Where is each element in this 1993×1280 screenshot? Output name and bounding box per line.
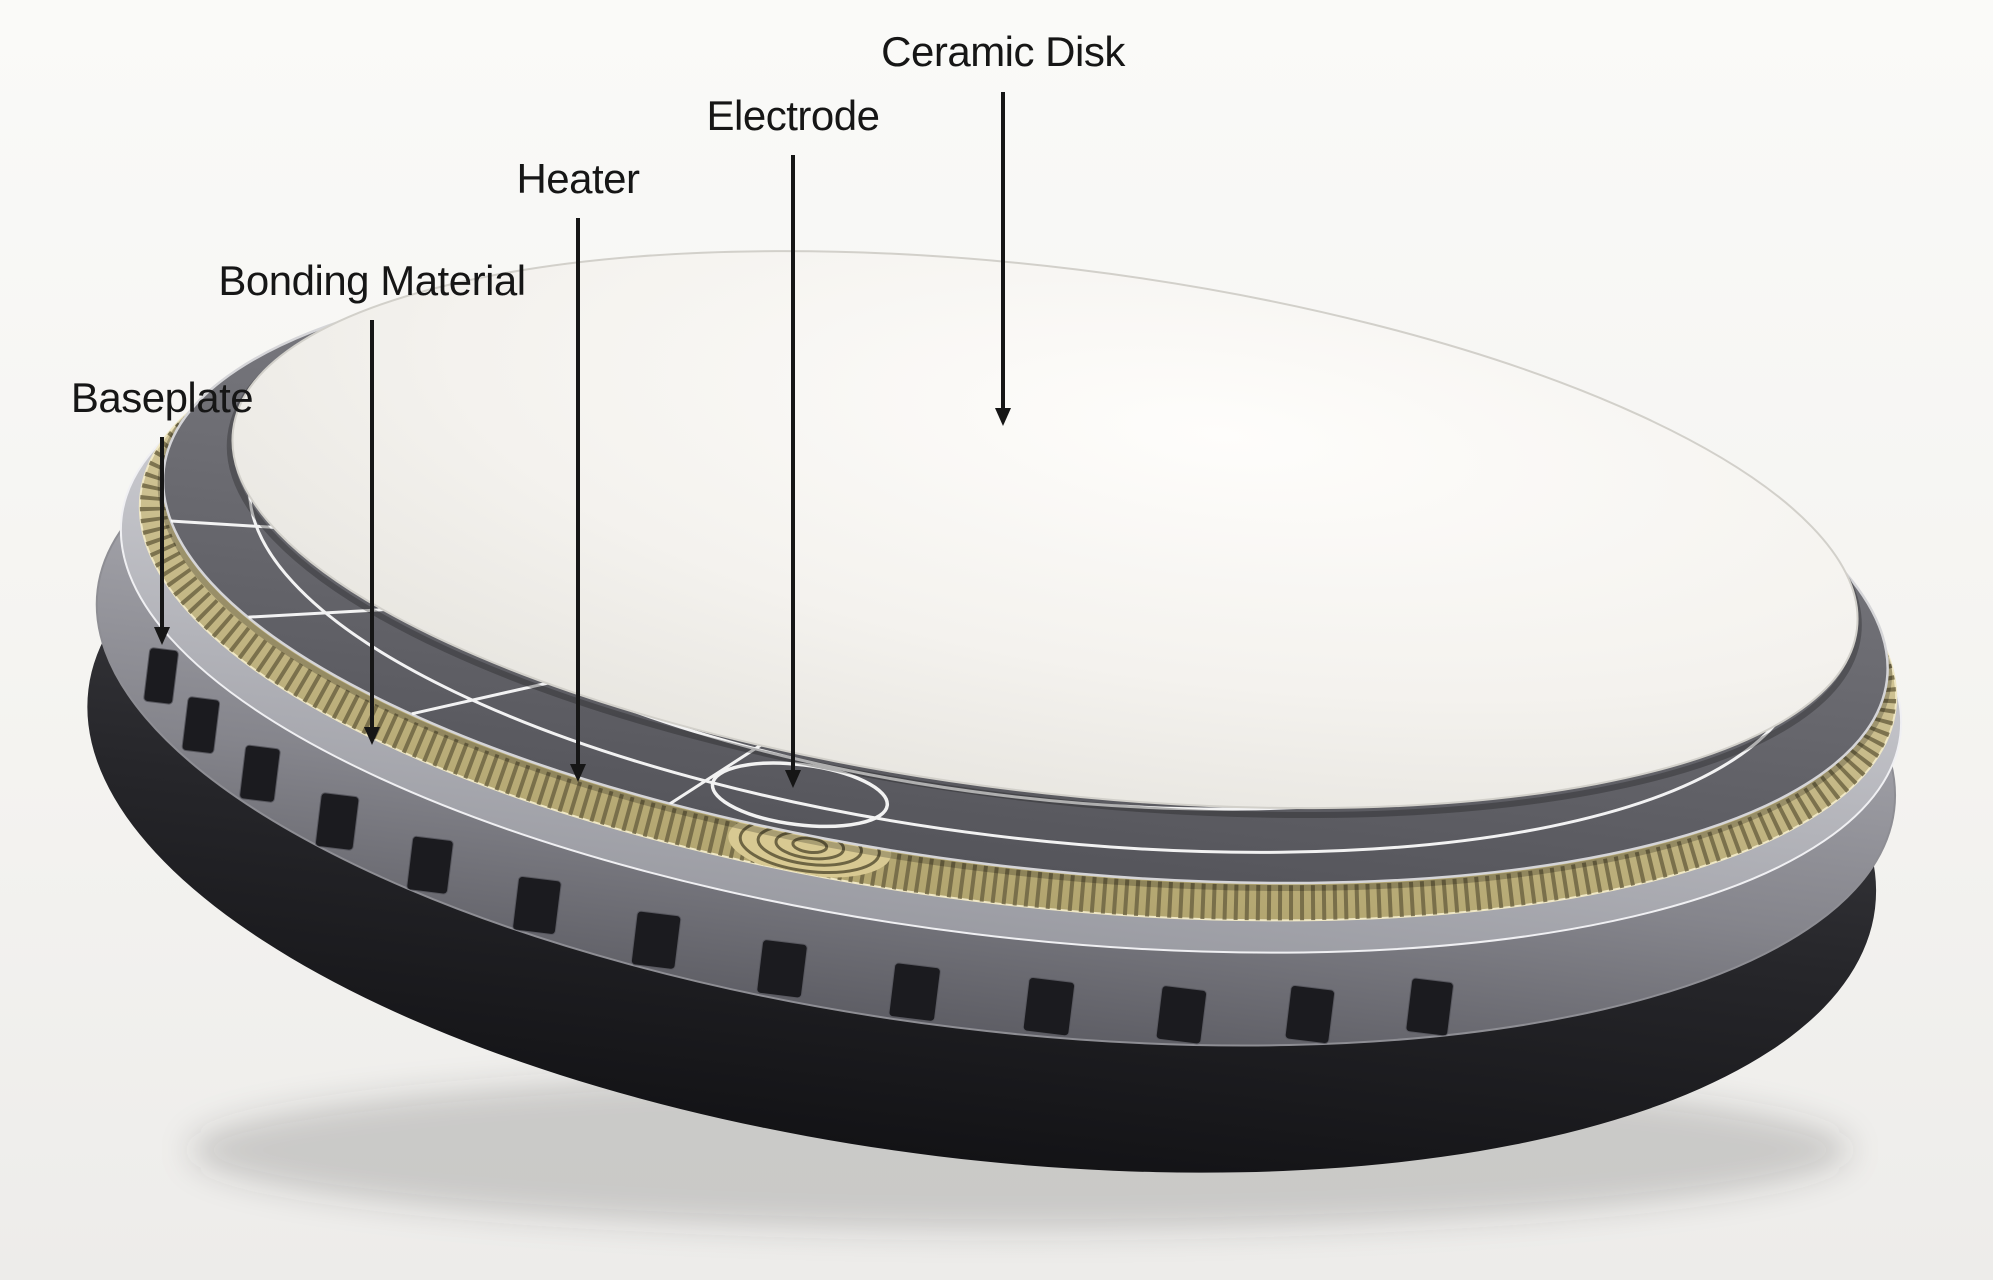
mounting-slot [888, 962, 941, 1022]
mounting-slots [143, 647, 1454, 1045]
arrowhead-baseplate [154, 627, 170, 645]
mounting-slot [406, 835, 454, 895]
arrowhead-heater [570, 764, 586, 782]
mounting-slot [756, 939, 808, 999]
mounting-slot [512, 876, 562, 935]
label-bonding-material: Bonding Material [218, 257, 526, 304]
mounting-slot [143, 647, 179, 705]
arrowhead-electrode [785, 770, 801, 788]
mounting-slot [239, 744, 281, 803]
mounting-slot [314, 792, 360, 851]
mounting-slot [630, 910, 682, 970]
label-arrows [154, 92, 1011, 788]
label-baseplate: Baseplate [70, 374, 254, 421]
heater-spiral-trace [791, 836, 829, 855]
mounting-slot [181, 696, 221, 754]
disk-assembly [87, 250, 1906, 1173]
arrowhead-bonding-material [364, 727, 380, 745]
mounting-slot [1405, 977, 1454, 1037]
electrode-terminal-ring [710, 761, 890, 829]
label-ceramic-disk: Ceramic Disk [881, 28, 1125, 75]
mounting-slot [1022, 976, 1076, 1037]
arrowhead-ceramic-disk [995, 408, 1011, 426]
label-heater: Heater [516, 155, 640, 202]
mounting-slot [1155, 985, 1208, 1045]
mounting-slot [1284, 984, 1336, 1045]
heater-trace-ring [130, 282, 1906, 922]
ceramic-disk-layer [231, 250, 1859, 810]
label-electrode: Electrode [706, 92, 880, 139]
